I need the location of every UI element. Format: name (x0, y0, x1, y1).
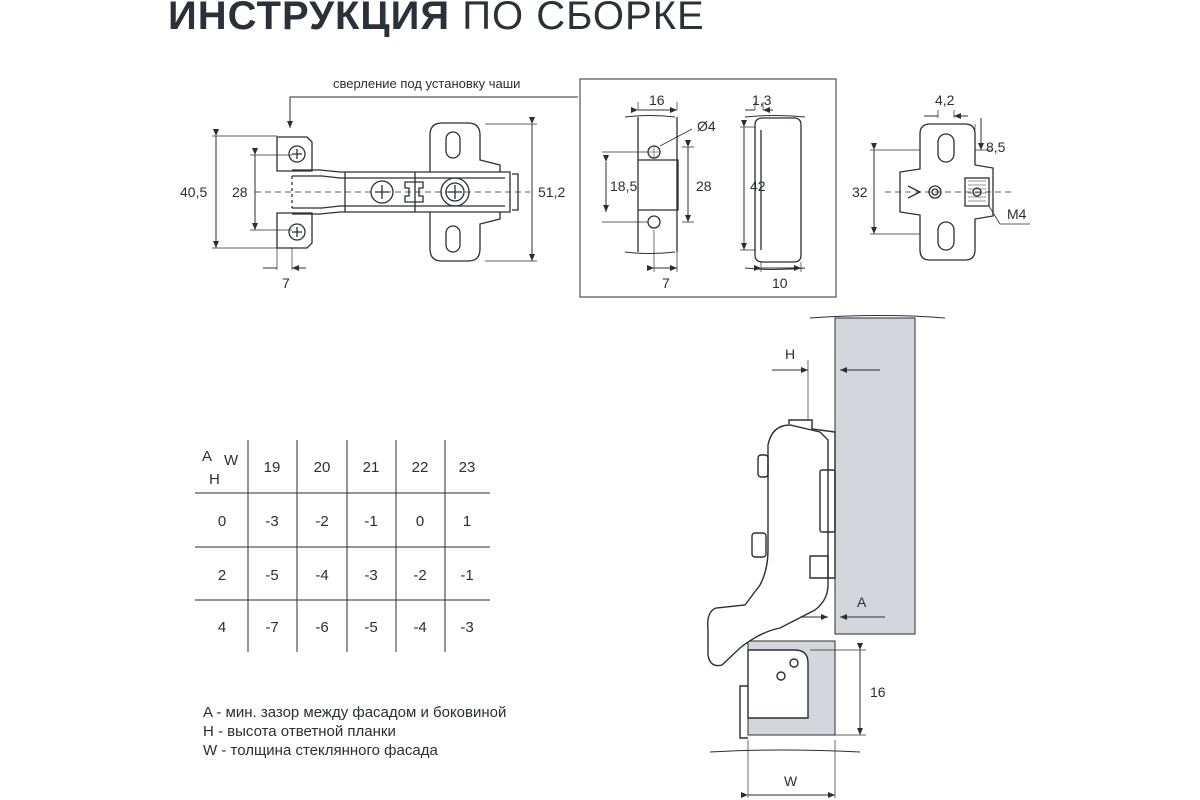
table-cell: -5 (265, 567, 278, 584)
dim-side-width: 10 (772, 275, 788, 291)
adjustment-table: A W H 19 20 21 22 23 0 -3 -2 -1 0 1 2 -5 -4 -3 -2 -1 4 -7 -… (195, 440, 490, 652)
table-row-header: 0 (218, 513, 226, 530)
drill-note: сверление под установку чаши (333, 76, 520, 91)
table-cell: -3 (460, 619, 473, 636)
dim-cup-offset: 7 (662, 275, 670, 291)
legend-item-a: A - мин. зазор между фасадом и боковиной (203, 704, 507, 721)
dim-side-thickness: 1,3 (752, 92, 772, 108)
title-bold: ИНСТРУКЦИЯ (168, 0, 451, 38)
table-corner-h: H (209, 471, 220, 488)
hinge-top-view (212, 96, 578, 270)
legend: A - мин. зазор между фасадом и боковиной… (203, 703, 506, 760)
dim-inner-height: 28 (232, 184, 248, 200)
table-col-header: 19 (264, 459, 281, 476)
label-h: H (785, 346, 795, 362)
table-cell: -1 (364, 513, 377, 530)
table-cell: -7 (265, 619, 278, 636)
table-cell: -5 (364, 619, 377, 636)
table-cell: -2 (315, 513, 328, 530)
table-cell: -2 (413, 567, 426, 584)
legend-item-h: H - высота ответной планки (203, 723, 396, 740)
cup-detail (579, 78, 837, 298)
label-depth: 16 (870, 684, 886, 700)
dim-cup-width: 16 (649, 92, 665, 108)
dim-side-height: 42 (750, 178, 766, 194)
dim-plate-top-width: 4,2 (935, 92, 955, 108)
table-row-header: 4 (218, 619, 226, 636)
page-title: ИНСТРУКЦИЯ ПО СБОРКЕ (168, 0, 705, 39)
table-cell: 1 (463, 513, 471, 530)
table-cell: -4 (413, 619, 426, 636)
table-col-header: 20 (314, 459, 331, 476)
side-section-view: H A 16 W (706, 315, 946, 798)
dim-plate-height: 32 (852, 184, 868, 200)
table-corner-a: A (202, 448, 212, 465)
label-w: W (784, 773, 798, 789)
table-cell: -4 (315, 567, 328, 584)
dim-outer-height: 40,5 (180, 184, 207, 200)
label-a: A (857, 594, 867, 610)
legend-item-w: W - толщина стеклянного фасада (203, 742, 438, 759)
dim-hole-spacing: 18,5 (610, 178, 637, 194)
table-cell: -3 (265, 513, 278, 530)
table-cell: -1 (460, 567, 473, 584)
table-cell: -6 (315, 619, 328, 636)
dim-cup-height: 28 (696, 178, 712, 194)
dim-plate-slot: 8,5 (986, 139, 1006, 155)
table-cell: -3 (364, 567, 377, 584)
title-light: ПО СБОРКЕ (462, 0, 705, 38)
dim-bottom-offset: 7 (282, 275, 290, 291)
plate-view (870, 110, 1030, 261)
table-row-header: 2 (218, 567, 226, 584)
table-col-header: 22 (412, 459, 429, 476)
dim-total-height: 51,2 (538, 184, 565, 200)
table-col-header: 23 (459, 459, 476, 476)
table-cell: 0 (416, 513, 424, 530)
dim-plate-thread: M4 (1007, 206, 1027, 222)
dim-hole-dia: Ø4 (697, 118, 716, 134)
table-corner-w: W (224, 452, 239, 469)
table-col-header: 21 (363, 459, 380, 476)
